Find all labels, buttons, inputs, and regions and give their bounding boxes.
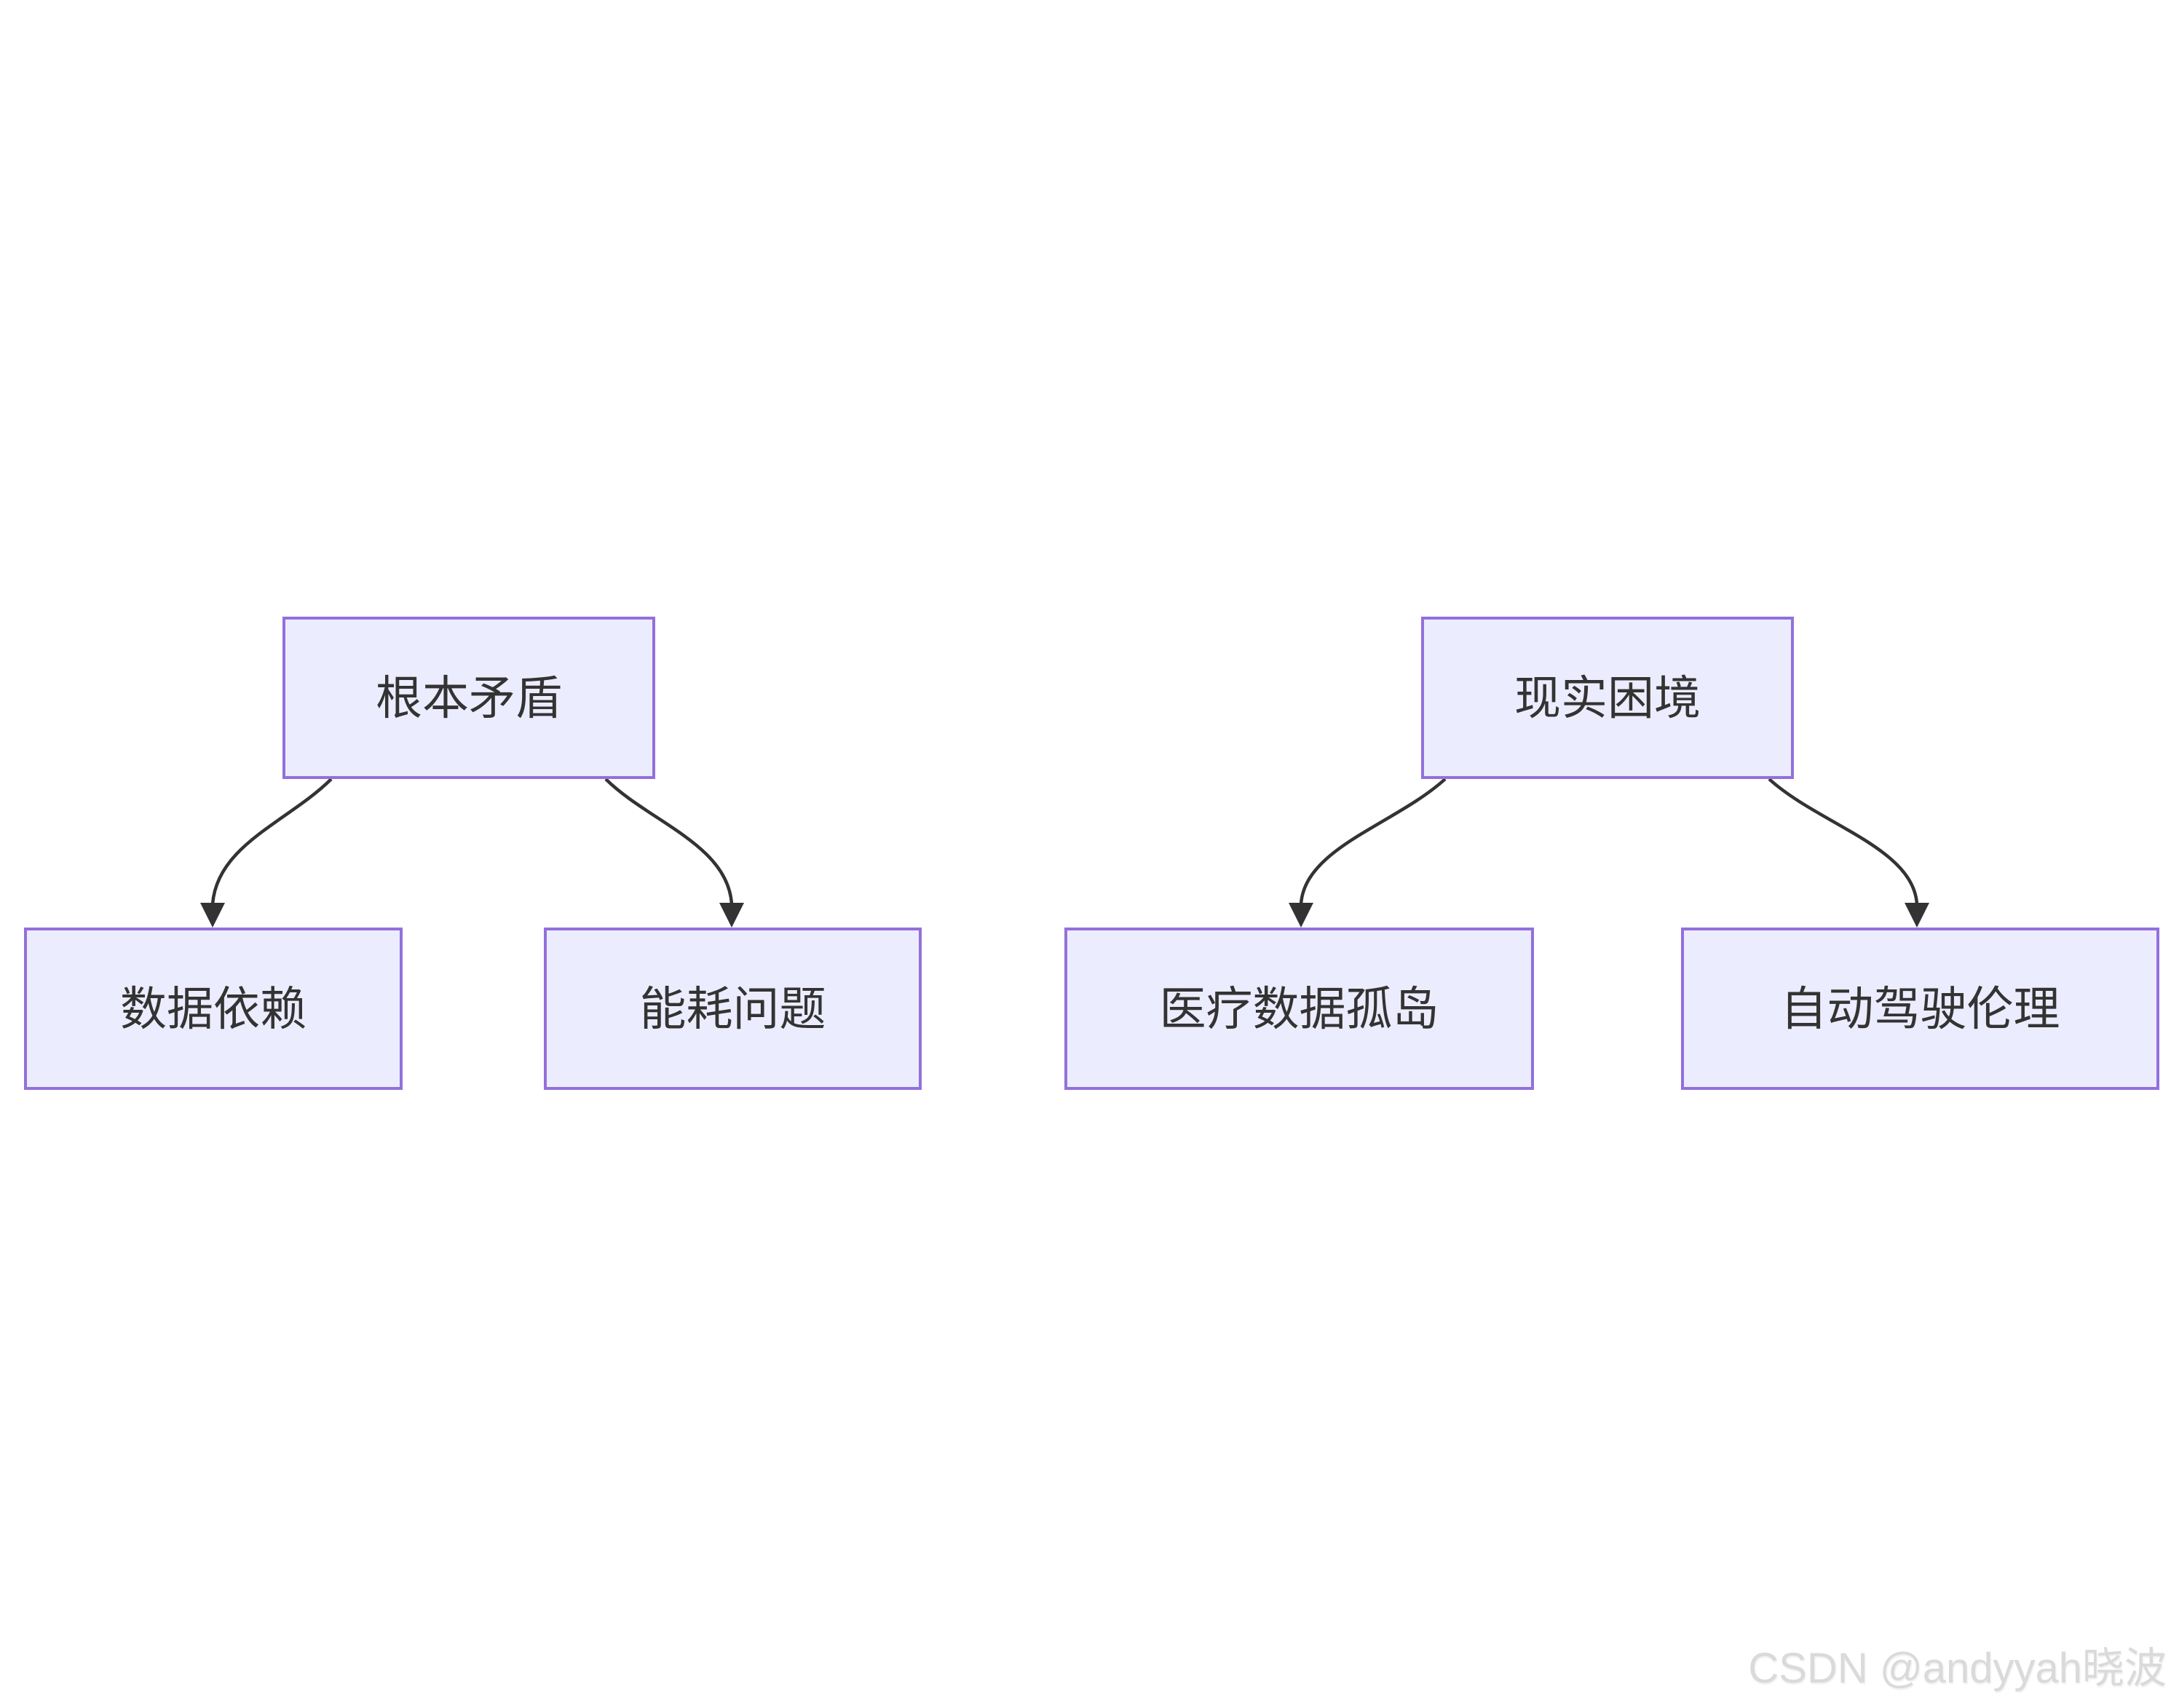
node-fundamental-contradiction: 根本矛盾 [282,617,655,779]
edge-root2-to-child1 [1299,778,1447,905]
node-data-dependency: 数据依赖 [24,928,403,1090]
arrowhead-root1-to-child2-icon [719,903,744,928]
node-label: 数据依赖 [120,982,307,1035]
node-energy-consumption: 能耗问题 [544,928,922,1090]
arrowhead-root2-to-child1-icon [1289,903,1313,928]
node-label: 自动驾驶伦理 [1780,982,2060,1035]
node-medical-data-silo: 医疗数据孤岛 [1064,928,1534,1090]
arrowhead-root2-to-child2-icon [1905,903,1929,928]
node-label: 能耗问题 [639,982,826,1035]
watermark-text: CSDN @andyyah晓波 [1748,1645,2167,1692]
node-label: 现实困境 [1514,671,1701,724]
edge-root2-to-child2 [1768,778,1919,905]
edge-root1-to-child2 [604,778,734,905]
arrowhead-root1-to-child1-icon [200,903,225,928]
node-label: 根本矛盾 [376,671,562,724]
node-reality-dilemma: 现实困境 [1421,617,1794,779]
node-label: 医疗数据孤岛 [1159,982,1439,1035]
edge-root1-to-child1 [210,778,333,905]
node-autonomous-driving-ethics: 自动驾驶伦理 [1681,928,2159,1090]
